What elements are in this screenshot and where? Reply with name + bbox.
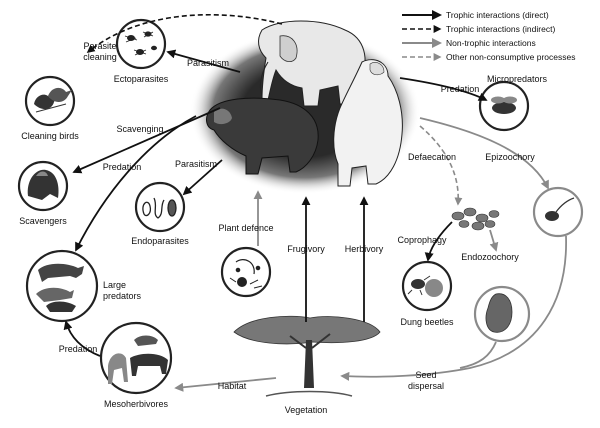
- ectoparasites-circle: [115, 18, 167, 70]
- bear-icon: [333, 59, 403, 187]
- label-seed-dispersal-1: Seed: [415, 370, 436, 380]
- label-habitat: Habitat: [218, 381, 247, 391]
- acacia-tree-icon: [233, 315, 381, 397]
- large-predators-label-1: Large: [103, 280, 126, 290]
- legend-non-trophic-label: Non-trophic interactions: [446, 38, 536, 48]
- node-mesoherbivores: Mesoherbivores: [99, 321, 173, 409]
- edge-scavenging: [72, 107, 221, 174]
- label-coprophagy: Coprophagy: [397, 235, 447, 245]
- edge-seed-dispersal-endozoochory: [459, 341, 497, 369]
- worms-icon: [142, 197, 177, 219]
- dung-pile-icon: [451, 207, 500, 231]
- label-predation-left: Predation: [103, 162, 142, 172]
- label-plant-defence: Plant defence: [218, 223, 273, 233]
- label-epizoochory: Epizoochory: [485, 152, 535, 162]
- legend-other-label: Other non-consumptive processes: [446, 52, 575, 62]
- legend-indirect-label: Trophic interactions (indirect): [446, 24, 555, 34]
- edge-labels: Parasite cleaning Parasitism Scavenging …: [59, 41, 536, 391]
- edge-parasitism-top: [166, 49, 241, 73]
- legend: Trophic interactions (direct) Trophic in…: [402, 10, 575, 62]
- edge-parasite-cleaning: [86, 14, 283, 54]
- ticks-icon: [124, 31, 157, 56]
- predators-icon: [36, 263, 84, 312]
- scavengers-label: Scavengers: [19, 216, 67, 226]
- label-scavenging: Scavenging: [116, 124, 163, 134]
- node-epizoochory-seed: [532, 186, 584, 238]
- label-parasite-cleaning-1: Parasite: [83, 41, 116, 51]
- vegetation-label: Vegetation: [285, 405, 328, 415]
- node-micropredators: Micropredators: [478, 74, 548, 132]
- vulture-icon: [27, 169, 59, 200]
- elephant-icon: [258, 20, 366, 107]
- edge-predation-right: [399, 77, 488, 101]
- birds-icon: [34, 87, 72, 113]
- node-plant-defence: [220, 246, 272, 298]
- ground-sloth-icon: [206, 97, 319, 175]
- micropredators-label: Micropredators: [487, 74, 548, 84]
- edge-predation-left: [75, 115, 197, 252]
- label-predation-bottom: Predation: [59, 344, 98, 354]
- plant-defence-circle: [220, 246, 272, 298]
- node-dung-beetles: Dung beetles: [400, 260, 454, 327]
- herbivores-icon: [108, 335, 168, 384]
- label-endozoochory: Endozoochory: [461, 252, 519, 262]
- label-parasitism-top: Parasitism: [187, 58, 229, 68]
- node-endozoochory-seed: [473, 285, 531, 343]
- node-endoparasites: Endoparasites: [131, 181, 189, 246]
- edge-predation-bottom: [63, 320, 101, 357]
- edge-habitat: [174, 377, 277, 392]
- megafauna-hub: [190, 20, 420, 194]
- node-ectoparasites: Ectoparasites: [114, 18, 169, 84]
- edge-epizoochory: [419, 117, 549, 190]
- edge-coprophagy: [424, 221, 453, 262]
- node-cleaning-birds: Cleaning birds: [21, 75, 79, 141]
- mesoherbivores-label: Mesoherbivores: [104, 399, 169, 409]
- label-frugivory: Frugivory: [287, 244, 325, 254]
- label-parasite-cleaning-2: cleaning: [83, 52, 117, 62]
- edge-parasitism-mid: [182, 159, 223, 196]
- legend-direct-label: Trophic interactions (direct): [446, 10, 549, 20]
- epizoochory-seed-circle: [532, 186, 584, 238]
- cleaning-birds-label: Cleaning birds: [21, 131, 79, 141]
- fly-icon: [491, 96, 517, 114]
- endoparasites-label: Endoparasites: [131, 236, 189, 246]
- edge-seed-dispersal-epizoochory: [340, 235, 567, 381]
- beetle-icon: [407, 275, 443, 297]
- label-defaecation: Defaecation: [408, 152, 456, 162]
- label-parasitism-mid: Parasitism: [175, 159, 217, 169]
- endoparasites-circle: [134, 181, 186, 233]
- dung-beetles-label: Dung beetles: [400, 317, 454, 327]
- edges: [63, 14, 567, 392]
- label-predation-right: Predation: [441, 84, 480, 94]
- large-predators-label-2: predators: [103, 291, 142, 301]
- ectoparasites-label: Ectoparasites: [114, 74, 169, 84]
- node-large-predators: Large predators: [25, 249, 142, 323]
- edge-defaecation: [419, 125, 463, 206]
- ants-icon: [229, 259, 263, 289]
- edge-endozoochory: [489, 229, 499, 252]
- label-seed-dispersal-2: dispersal: [408, 381, 444, 391]
- label-herbivory: Herbivory: [345, 244, 384, 254]
- fruit-icon: [485, 293, 513, 333]
- bur-seed-icon: [545, 197, 575, 221]
- node-scavengers: Scavengers: [17, 160, 69, 226]
